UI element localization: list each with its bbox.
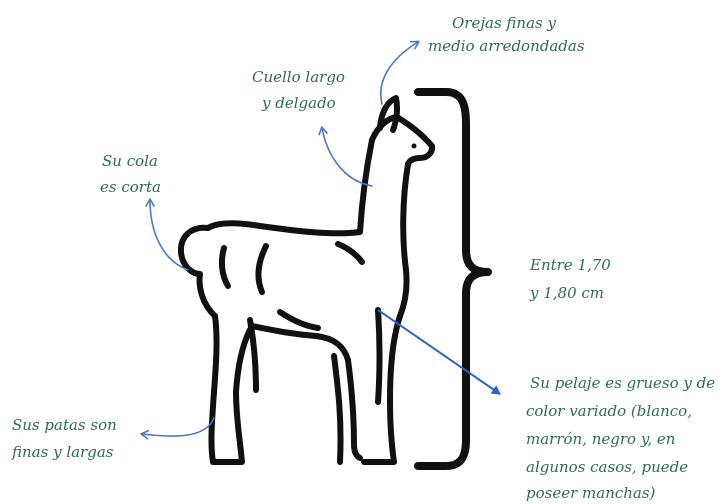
coat-label-line3: marrón, negro y, en [526,430,675,448]
coat-label-line2: color variado (blanco, [526,402,692,420]
ears-label-line2: medio arredondadas [428,37,585,55]
coat-label: Su pelaje es grueso y de color variado (… [526,374,715,502]
llama-illustration [181,98,432,462]
ears-arrow [381,42,418,104]
height-label: Entre 1,70 y 1,80 cm [529,256,611,302]
neck-label-line2: y delgado [261,94,336,112]
coat-label-line1: Su pelaje es grueso y de [530,374,715,392]
coat-label-line4: algunos casos, puede [526,458,688,476]
height-label-line2: y 1,80 cm [529,284,604,302]
height-brace [418,92,488,466]
ears-label-line1: Orejas finas y [452,14,556,32]
legs-label-line2: finas y largas [11,443,114,461]
ears-label: Orejas finas y medio arredondadas [428,14,585,55]
legs-label-line1: Sus patas son [12,416,117,434]
tail-label-line2: es corta [100,178,161,196]
height-label-line1: Entre 1,70 [529,256,611,274]
neck-label: Cuello largo y delgado [252,68,345,112]
coat-label-line5: poseer manchas) [526,484,656,502]
coat-arrow [378,310,500,394]
tail-label: Su cola es corta [100,152,161,196]
legs-label: Sus patas son finas y largas [11,416,117,461]
legs-arrow [142,418,214,436]
tail-label-line1: Su cola [102,152,158,170]
neck-label-line1: Cuello largo [252,68,345,86]
